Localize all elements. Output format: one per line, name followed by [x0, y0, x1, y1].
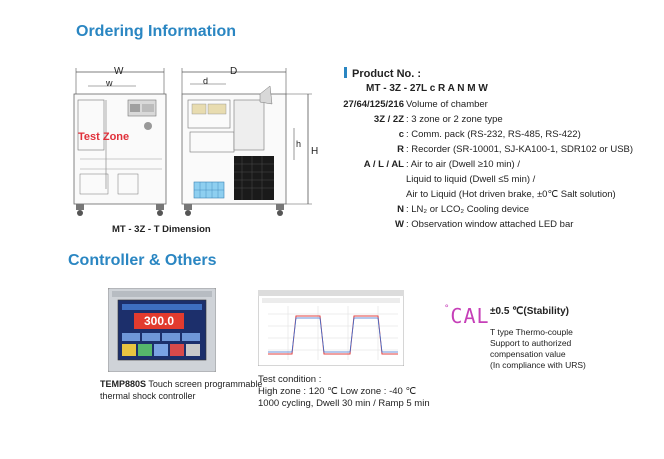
spec-row: W: Observation window attached LED bar: [300, 219, 573, 230]
cal-line2: Support to authorized: [490, 338, 572, 348]
dim-W-label: W: [114, 66, 124, 77]
cal-text: CAL: [450, 304, 490, 328]
controller-desc-line1: TEMP880S Touch screen programmable: [100, 379, 262, 389]
controller-model: TEMP880S: [100, 379, 147, 389]
spec-key: 27/64/125/216: [343, 99, 404, 110]
side-dimension-drawing: D d h H: [181, 66, 318, 216]
spec-value: Volume of chamber: [406, 99, 488, 110]
cal-line4: (In compliance with URS): [490, 360, 586, 370]
spec-key: W: [395, 219, 404, 230]
front-dimension-drawing: W w Test Zone: [73, 66, 167, 216]
degree-icon: °: [444, 304, 451, 314]
spec-key: 3Z / 2Z: [373, 114, 404, 125]
controller-desc-text: Touch screen programmable: [148, 379, 263, 389]
test-zone-label: Test Zone: [78, 131, 129, 143]
dim-D-label: D: [230, 66, 237, 77]
spec-key: N: [397, 204, 404, 215]
cal-line3: compensation value: [490, 349, 566, 359]
spec-key: c: [398, 129, 404, 140]
spec-value: : 3 zone or 2 zone type: [406, 114, 503, 125]
product-heading: Product No. :: [344, 67, 421, 80]
test-condition-heading: Test condition :: [258, 374, 322, 385]
spec-value: Air to Liquid (Hot driven brake, ±0℃ Sal…: [406, 189, 616, 200]
dim-d-label: d: [203, 76, 208, 86]
ordering-title: Ordering Information: [76, 23, 236, 40]
test-condition-line1: High zone : 120 ℃ Low zone : -40 ℃: [258, 386, 417, 397]
product-code: MT - 3Z - 27L c R A N M W: [366, 83, 488, 94]
product-heading-text: Product No. :: [352, 68, 422, 80]
dim-h-label: h: [296, 139, 301, 149]
spec-row: Liquid to liquid (Dwell ≤5 min) /: [300, 174, 535, 185]
spec-value: : Air to air (Dwell ≥10 min) /: [406, 159, 520, 170]
test-graph-image: [258, 290, 404, 366]
dimension-caption: MT - 3Z - T Dimension: [112, 224, 211, 235]
spec-value: : Recorder (SR-10001, SJ-KA100-1, SDR102…: [406, 144, 634, 155]
cal-stability: ±0.5 ℃(Stability): [490, 306, 569, 317]
spec-row: N: LN₂ or LCO₂ Cooling device: [300, 204, 529, 215]
controller-desc-line2: thermal shock controller: [100, 391, 196, 401]
spec-row: c: Comm. pack (RS-232, RS-485, RS-422): [300, 129, 581, 140]
dim-w-label: w: [105, 78, 113, 88]
accent-bar: [344, 67, 347, 78]
test-condition-line2: 1000 cycling, Dwell 30 min / Ramp 5 min: [258, 398, 430, 409]
spec-row: 3Z / 2Z: 3 zone or 2 zone type: [300, 114, 503, 125]
controller-title: Controller & Others: [68, 252, 217, 269]
controller-screen-value: 300.0: [144, 314, 174, 328]
spec-value: : Comm. pack (RS-232, RS-485, RS-422): [406, 129, 581, 140]
spec-key: A / L / AL: [363, 159, 404, 170]
cal-line1: T type Thermo-couple: [490, 327, 573, 337]
spec-value: : Observation window attached LED bar: [406, 219, 574, 230]
spec-row: A / L / AL: Air to air (Dwell ≥10 min) /: [300, 159, 520, 170]
spec-value: Liquid to liquid (Dwell ≤5 min) /: [406, 174, 536, 185]
spec-value: : LN₂ or LCO₂ Cooling device: [406, 204, 530, 215]
spec-row: R: Recorder (SR-10001, SJ-KA100-1, SDR10…: [300, 144, 633, 155]
spec-row: Air to Liquid (Hot driven brake, ±0℃ Sal…: [300, 189, 616, 200]
dim-H-label: H: [311, 146, 318, 157]
spec-key: R: [397, 144, 404, 155]
cal-display: °CAL: [444, 304, 490, 328]
controller-image: 300.0: [108, 288, 216, 372]
